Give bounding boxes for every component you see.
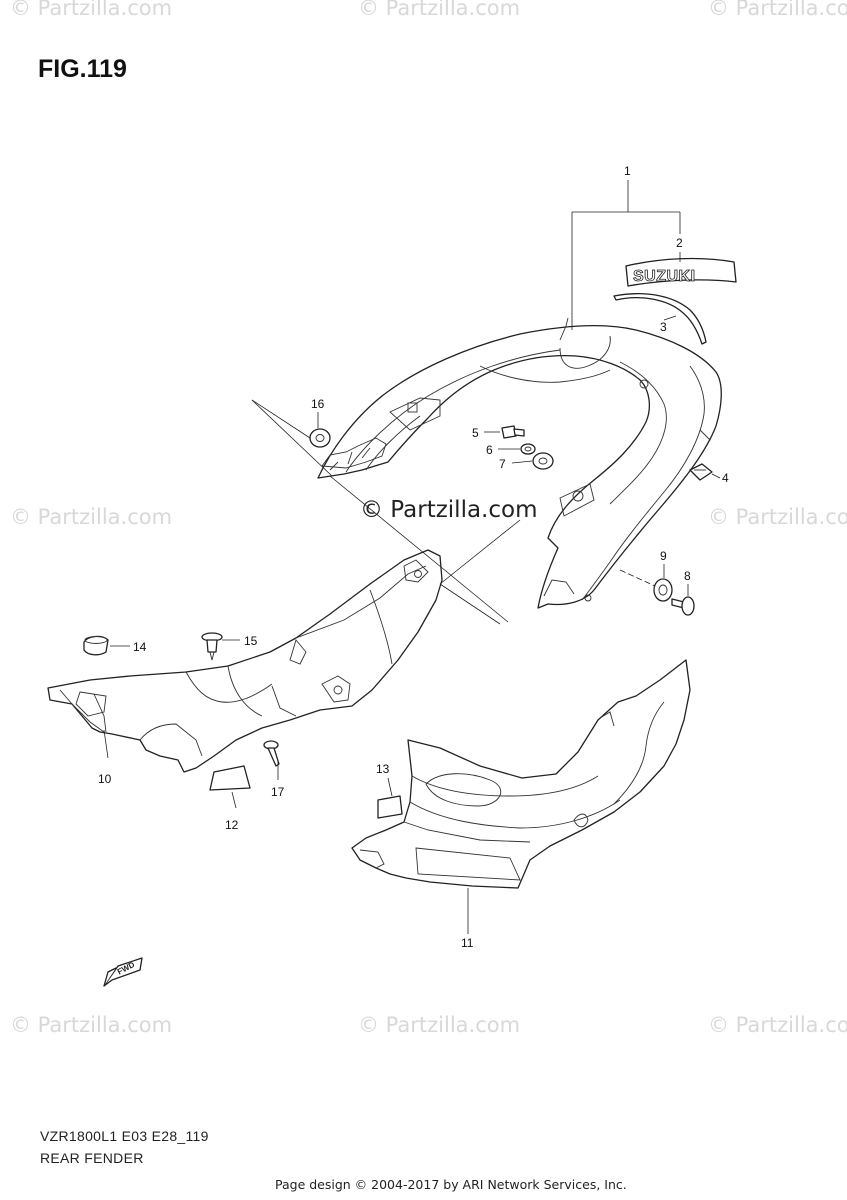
grommet-16[interactable] — [309, 428, 331, 448]
callout-10: 10 — [98, 772, 112, 786]
callout-numbers: 1 2 3 4 5 6 7 8 9 10 11 12 13 14 15 16 1… — [98, 164, 729, 950]
rear-fender-lower[interactable] — [47, 549, 443, 773]
trim-strip[interactable] — [613, 293, 707, 345]
suzuki-emblem[interactable]: SUZUKI — [625, 257, 737, 287]
cap-14[interactable] — [83, 635, 109, 656]
watermark: © Partzilla.com — [708, 505, 847, 529]
watermark: © Partzilla.com — [10, 505, 173, 529]
side-cover[interactable] — [351, 659, 691, 889]
emblem-text: SUZUKI — [633, 268, 696, 285]
footer-copyright: Page design © 2004-2017 by ARI Network S… — [275, 1177, 627, 1192]
callout-1: 1 — [624, 164, 631, 178]
callout-9: 9 — [660, 549, 667, 563]
watermark: © Partzilla.com — [708, 0, 847, 20]
watermark: © Partzilla.com — [358, 0, 521, 20]
leader-lines — [103, 180, 721, 934]
callout-4: 4 — [722, 471, 729, 485]
callout-8: 8 — [684, 569, 691, 583]
callout-12: 12 — [225, 818, 239, 832]
watermark: © Partzilla.com — [10, 1013, 173, 1037]
callout-15: 15 — [244, 634, 258, 648]
watermark: © Partzilla.com — [708, 1013, 847, 1037]
assembly-name: REAR FENDER — [40, 1150, 144, 1166]
clip-nut[interactable] — [689, 463, 713, 481]
watermark: © Partzilla.com — [10, 0, 173, 20]
callout-17: 17 — [271, 785, 285, 799]
screw-17[interactable] — [263, 740, 280, 767]
callout-5: 5 — [472, 426, 479, 440]
bolt-5[interactable] — [501, 425, 525, 439]
figure-title: FIG.119 — [38, 55, 127, 83]
watermark-center: © Partzilla.com — [360, 497, 538, 523]
push-rivet-15[interactable] — [201, 632, 223, 661]
pad-12[interactable] — [209, 765, 251, 791]
callout-11: 11 — [461, 936, 474, 950]
cushion-9[interactable] — [653, 578, 673, 602]
washer-6[interactable] — [520, 443, 536, 455]
callout-2: 2 — [676, 236, 683, 250]
watermark: © Partzilla.com — [358, 1013, 521, 1037]
callout-13: 13 — [376, 762, 390, 776]
callout-3: 3 — [660, 320, 667, 334]
screw-8[interactable] — [671, 596, 695, 616]
callout-16: 16 — [311, 397, 325, 411]
callout-6: 6 — [486, 443, 493, 457]
model-code: VZR1800L1 E03 E28_119 — [40, 1128, 209, 1144]
fwd-direction-arrow-icon: FWD — [103, 957, 143, 987]
callout-7: 7 — [499, 457, 506, 471]
damper-pad-13[interactable] — [377, 795, 403, 819]
cushion-7[interactable] — [532, 452, 554, 470]
rear-fender-cowl[interactable] — [317, 317, 722, 609]
callout-14: 14 — [133, 640, 147, 654]
